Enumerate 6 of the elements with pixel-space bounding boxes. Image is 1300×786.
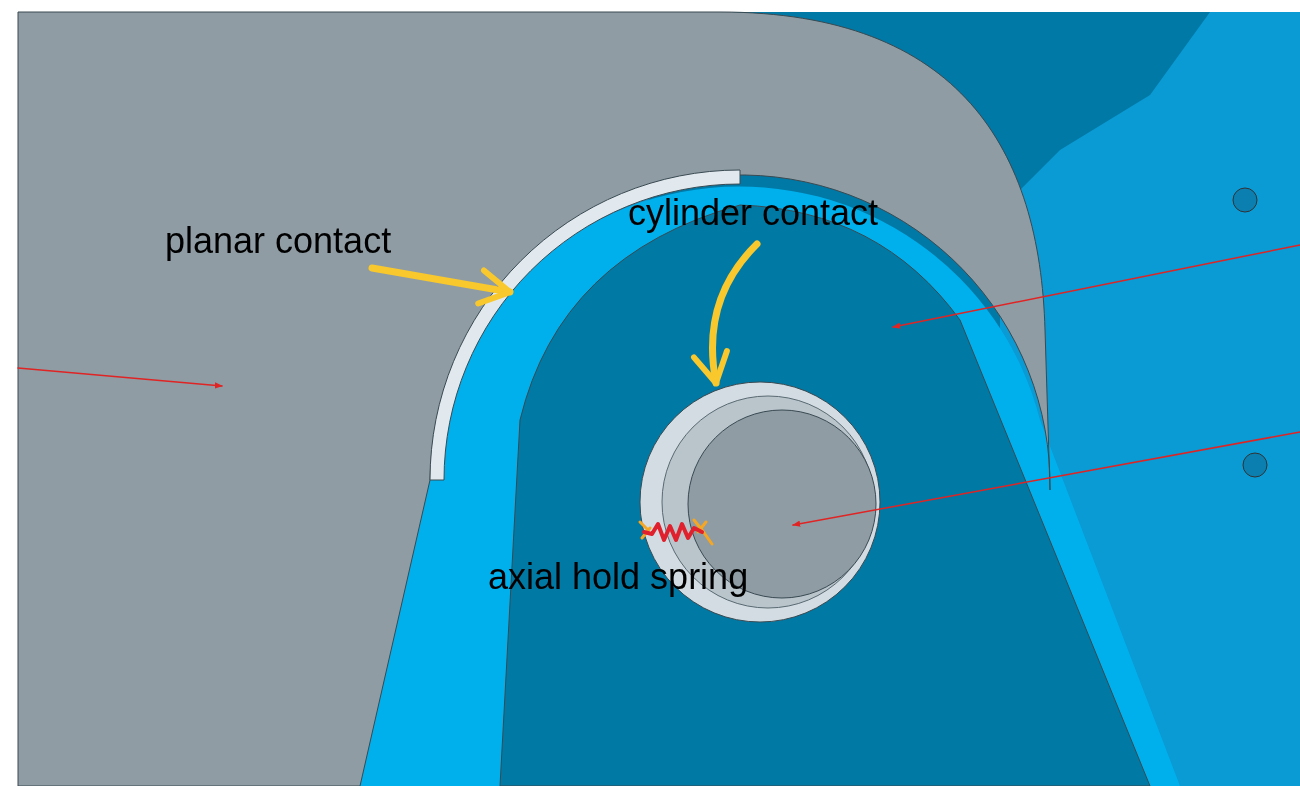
leader-arrow (368, 264, 514, 307)
pointer-arrow (17, 367, 223, 389)
pointer-arrow (792, 431, 1300, 527)
callout-text: planar contact (165, 220, 392, 262)
pointer-arrow (892, 244, 1300, 329)
leader-arrow (691, 240, 761, 387)
